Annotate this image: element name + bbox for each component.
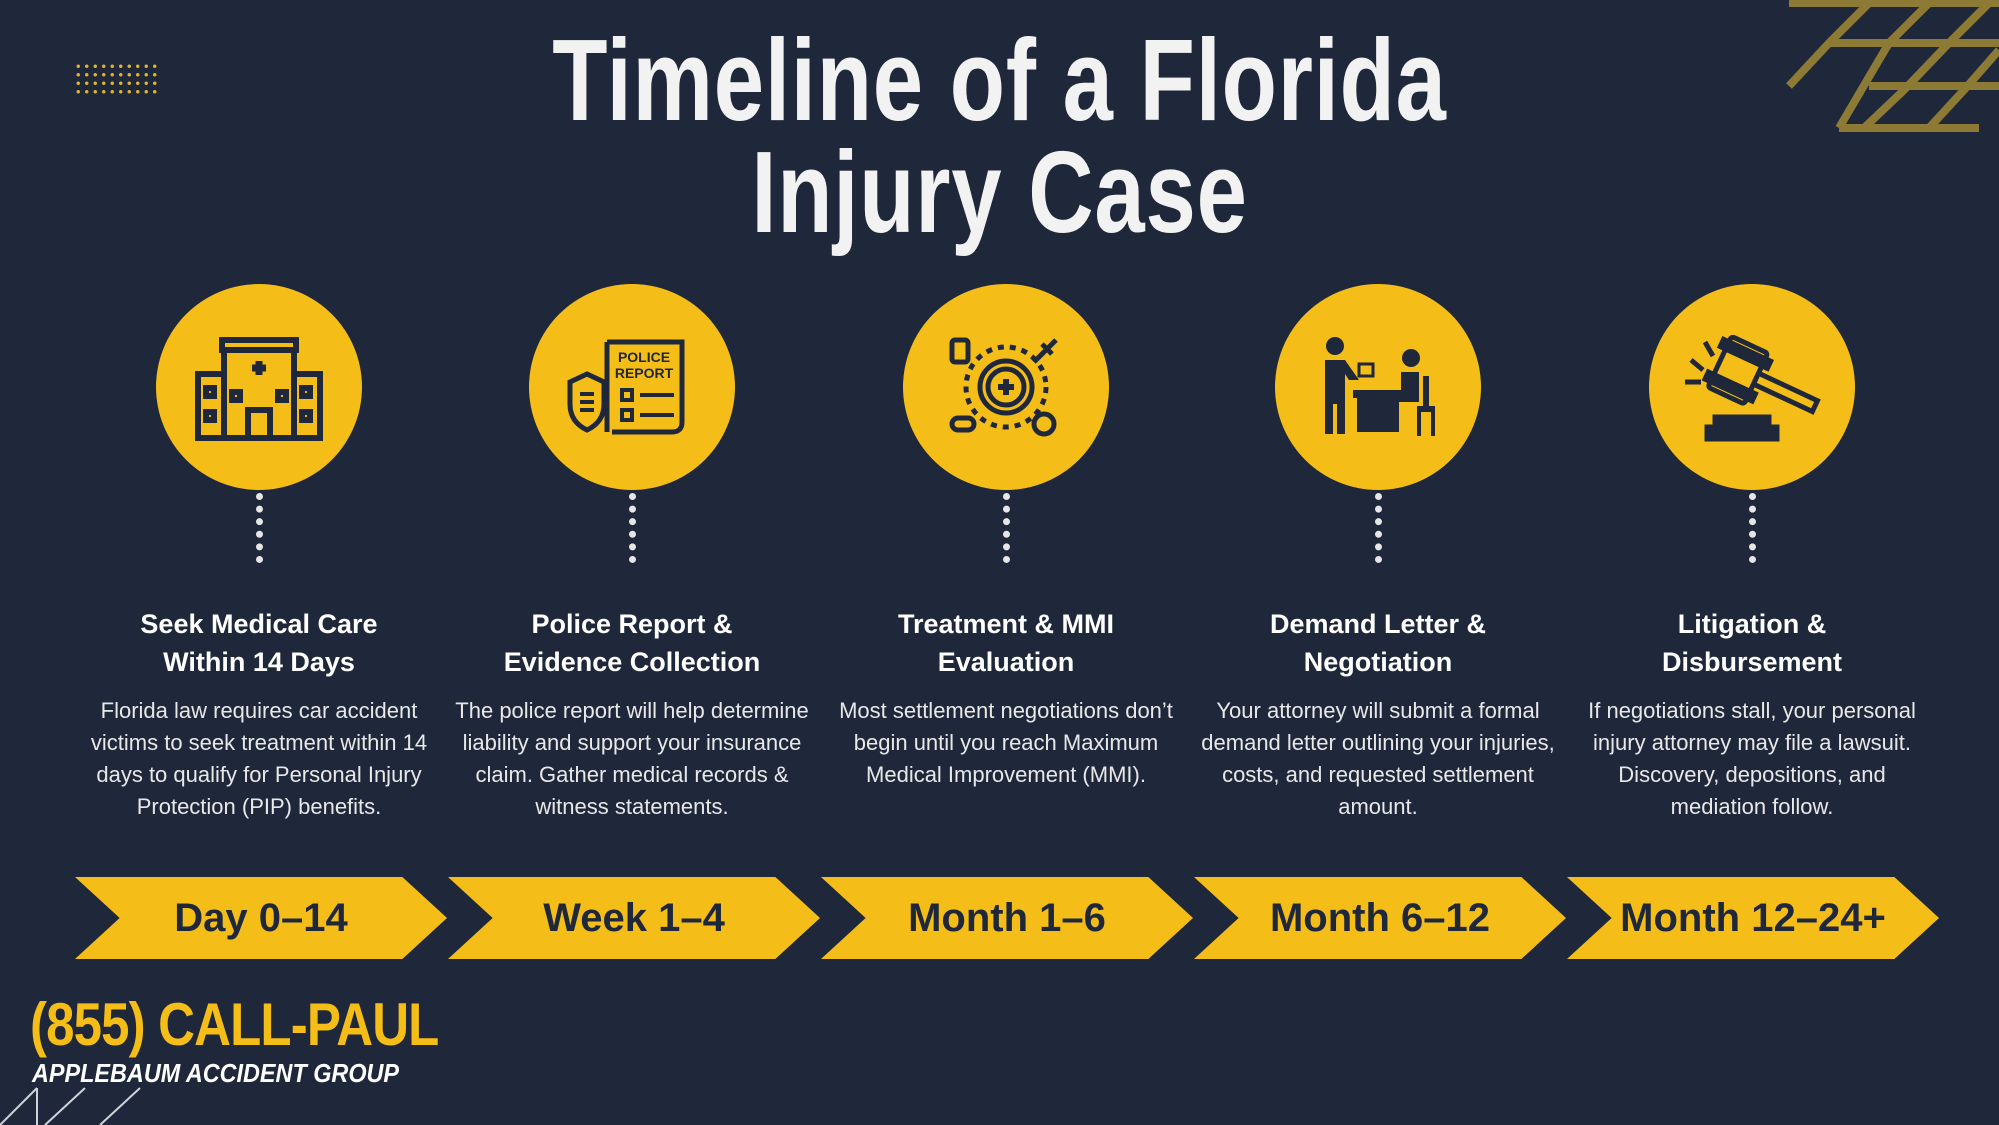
timeline-period-month-6-12: Month 6–12 [1194,877,1566,959]
step-icon-circle [903,284,1109,490]
step-icon-circle [1275,284,1481,490]
step-heading: Demand Letter &Negotiation [1269,609,1487,677]
timeline-step-litigation: Litigation &Disbursement If negotiations… [1572,284,1932,823]
step-description: The police report will help determine li… [455,698,809,819]
step-heading: Litigation &Disbursement [1661,609,1843,677]
timeline-period-day-0-14: Day 0–14 [75,877,447,959]
connector-dotted-line [1748,493,1756,563]
timeline-period-week-1-4: Week 1–4 [448,877,820,959]
page-title-line-2: Injury Case [751,127,1248,257]
timeline-period-month-1-6: Month 1–6 [821,877,1193,959]
gavel-icon [1685,334,1821,442]
timeline-step-police-report: POLICE REPORT Police Report &Evidence Co… [452,284,812,823]
connector-dotted-line [628,493,636,563]
decorative-dot-grid [74,62,160,98]
connector-dotted-line [1374,493,1382,563]
phone-number-logo: (855) CALL-PAUL [30,991,439,1058]
page-title-line-1: Timeline of a Florida [552,15,1447,145]
hospital-icon [195,337,323,441]
connector-dotted-line [255,493,263,563]
step-icon-circle [156,284,362,490]
step-description: Your attorney will submit a formal deman… [1201,698,1555,819]
decorative-slash-lines [0,1087,141,1125]
timeline-period-month-12-24: Month 12–24+ [1567,877,1939,959]
step-heading: Police Report &Evidence Collection [503,609,761,677]
decorative-lattice-pattern [1786,0,1999,132]
step-description: Florida law requires car accident victim… [90,698,428,819]
company-name-logo: APPLEBAUM ACCIDENT GROUP [32,1058,400,1088]
negotiation-icon [1325,337,1435,436]
connector-dotted-line [1002,493,1010,563]
svg-text:REPORT: REPORT [615,365,674,381]
step-description: If negotiations stall, your personal inj… [1588,698,1916,819]
medical-treatment-icon [949,337,1058,437]
police-report-icon: POLICE REPORT [567,339,685,435]
timeline-step-demand-letter: Demand Letter &Negotiation Your attorney… [1198,284,1558,823]
step-description: Most settlement negotiations don’t begin… [839,698,1173,787]
step-icon-circle: POLICE REPORT [529,284,735,490]
step-icon-circle [1649,284,1855,490]
svg-text:POLICE: POLICE [618,349,670,365]
